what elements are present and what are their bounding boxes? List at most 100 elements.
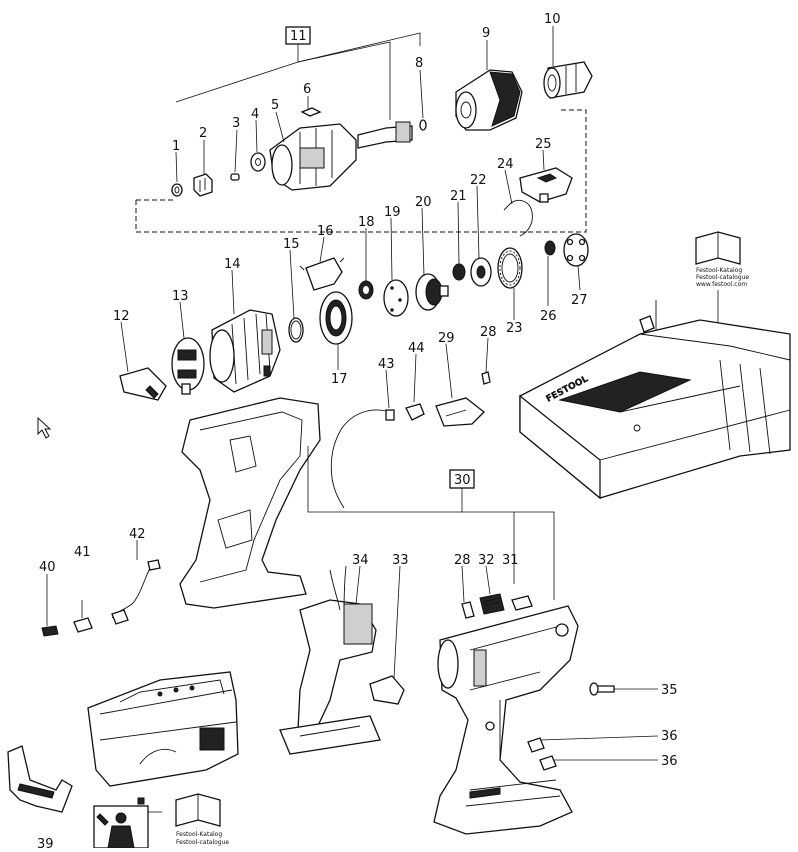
battery-pack bbox=[87, 671, 239, 787]
charger bbox=[519, 300, 791, 500]
label-part-14: 14 bbox=[224, 257, 241, 272]
part-35-screw bbox=[589, 682, 658, 696]
label-part-36-upper: 36 bbox=[661, 729, 678, 744]
part-33-cover bbox=[369, 675, 405, 705]
label-part-2: 2 bbox=[199, 126, 207, 141]
label-part-26: 26 bbox=[540, 309, 557, 324]
label-part-30: 30 bbox=[454, 473, 471, 488]
mouse-cursor-icon bbox=[37, 416, 52, 439]
label-part-15: 15 bbox=[283, 237, 300, 252]
part-20-planet-carrier bbox=[415, 273, 449, 311]
part-24-spring bbox=[503, 199, 533, 237]
book-bottom-subtitle: Festool-catalogue bbox=[176, 839, 229, 846]
label-part-32: 32 bbox=[478, 553, 495, 568]
label-part-3: 3 bbox=[232, 116, 240, 131]
label-part-36-lower: 36 bbox=[661, 754, 678, 769]
housing-left-half bbox=[179, 397, 321, 609]
group-11-bracket bbox=[175, 26, 421, 120]
part-2-collar bbox=[193, 173, 213, 197]
label-part-33: 33 bbox=[392, 553, 409, 568]
label-part-25: 25 bbox=[535, 137, 552, 152]
part-5-gear-housing bbox=[269, 123, 357, 191]
part-15-oring bbox=[288, 317, 304, 343]
part-1-washer bbox=[171, 183, 183, 197]
label-part-10: 10 bbox=[544, 12, 561, 27]
part-9-chuck bbox=[455, 69, 523, 131]
part-18-bearing bbox=[358, 280, 374, 300]
label-part-29: 29 bbox=[438, 331, 455, 346]
spindle bbox=[357, 121, 413, 149]
label-part-44: 44 bbox=[408, 341, 425, 356]
label-part-27: 27 bbox=[571, 293, 588, 308]
part-17-gear-ring bbox=[319, 291, 353, 345]
part-12-bracket bbox=[119, 367, 167, 401]
label-part-20: 20 bbox=[415, 195, 432, 210]
label-part-43: 43 bbox=[378, 357, 395, 372]
label-part-12: 12 bbox=[113, 309, 130, 324]
part-27-carrier bbox=[563, 233, 589, 267]
book-top-subtitle: Festool-catalogue bbox=[696, 274, 749, 281]
label-part-41: 41 bbox=[74, 545, 91, 560]
label-part-16: 16 bbox=[317, 224, 334, 239]
part-43-wire bbox=[330, 409, 395, 509]
part-4-washer bbox=[250, 152, 266, 172]
label-part-23: 23 bbox=[506, 321, 523, 336]
label-part-13: 13 bbox=[172, 289, 189, 304]
label-part-11: 11 bbox=[290, 29, 307, 44]
part-31-switch-cover bbox=[511, 595, 533, 611]
part-19-disc bbox=[383, 279, 409, 317]
part-39-belt-clip bbox=[7, 745, 73, 813]
part-34-switch-assembly bbox=[279, 565, 381, 755]
catalogue-book-top-icon bbox=[695, 231, 741, 330]
part-number-labels: 1 2 3 4 5 6 8 9 10 11 12 13 14 15 16 17 … bbox=[37, 12, 678, 852]
gearbox-group-outline bbox=[135, 109, 587, 233]
label-part-35: 35 bbox=[661, 683, 678, 698]
label-part-17: 17 bbox=[331, 372, 348, 387]
catalogue-book-bottom-icon bbox=[175, 793, 221, 827]
label-part-21: 21 bbox=[450, 189, 467, 204]
drill-housing-assembled bbox=[433, 605, 579, 835]
part-3-pin bbox=[230, 173, 240, 181]
part-40-clip bbox=[41, 625, 59, 637]
label-part-39: 39 bbox=[37, 837, 54, 848]
group-30-bracket bbox=[307, 446, 555, 600]
service-icon bbox=[93, 797, 162, 849]
part-13-end-cap bbox=[171, 337, 205, 395]
book-top-title: Festool-Katalog bbox=[696, 267, 742, 274]
label-part-24: 24 bbox=[497, 157, 514, 172]
leader-lines bbox=[46, 26, 581, 679]
part-28-spring-lower bbox=[461, 601, 475, 619]
part-44-switch bbox=[405, 403, 425, 421]
label-part-8: 8 bbox=[415, 56, 423, 71]
part-8-ring bbox=[419, 119, 427, 131]
part-14-motor bbox=[209, 309, 281, 393]
part-16-bracket bbox=[299, 257, 345, 291]
part-6-clip bbox=[300, 107, 322, 117]
part-29-selector bbox=[435, 397, 485, 427]
label-part-6: 6 bbox=[303, 82, 311, 97]
label-part-1: 1 bbox=[172, 139, 180, 154]
part-41-contact bbox=[73, 600, 93, 633]
part-21-gear bbox=[452, 263, 466, 281]
label-part-22: 22 bbox=[470, 173, 487, 188]
label-part-42: 42 bbox=[129, 527, 146, 542]
part-32-button bbox=[479, 593, 505, 615]
label-part-28: 28 bbox=[480, 325, 497, 340]
label-part-5: 5 bbox=[271, 98, 279, 113]
label-part-28-lower: 28 bbox=[454, 553, 471, 568]
book-top-url: www.festool.com bbox=[696, 281, 747, 288]
part-42-cable bbox=[111, 540, 161, 625]
book-bottom-title: Festool-Katalog bbox=[176, 831, 222, 838]
part-36-pads bbox=[527, 735, 659, 771]
label-part-4: 4 bbox=[251, 107, 259, 122]
part-26-gear bbox=[544, 240, 556, 256]
label-part-9: 9 bbox=[482, 26, 490, 41]
label-part-19: 19 bbox=[384, 205, 401, 220]
part-22-gear bbox=[470, 257, 492, 287]
label-part-18: 18 bbox=[358, 215, 375, 230]
part-25-slider bbox=[519, 167, 573, 203]
label-part-40: 40 bbox=[39, 560, 56, 575]
label-part-31: 31 bbox=[502, 553, 519, 568]
part-10-collar bbox=[543, 61, 593, 99]
